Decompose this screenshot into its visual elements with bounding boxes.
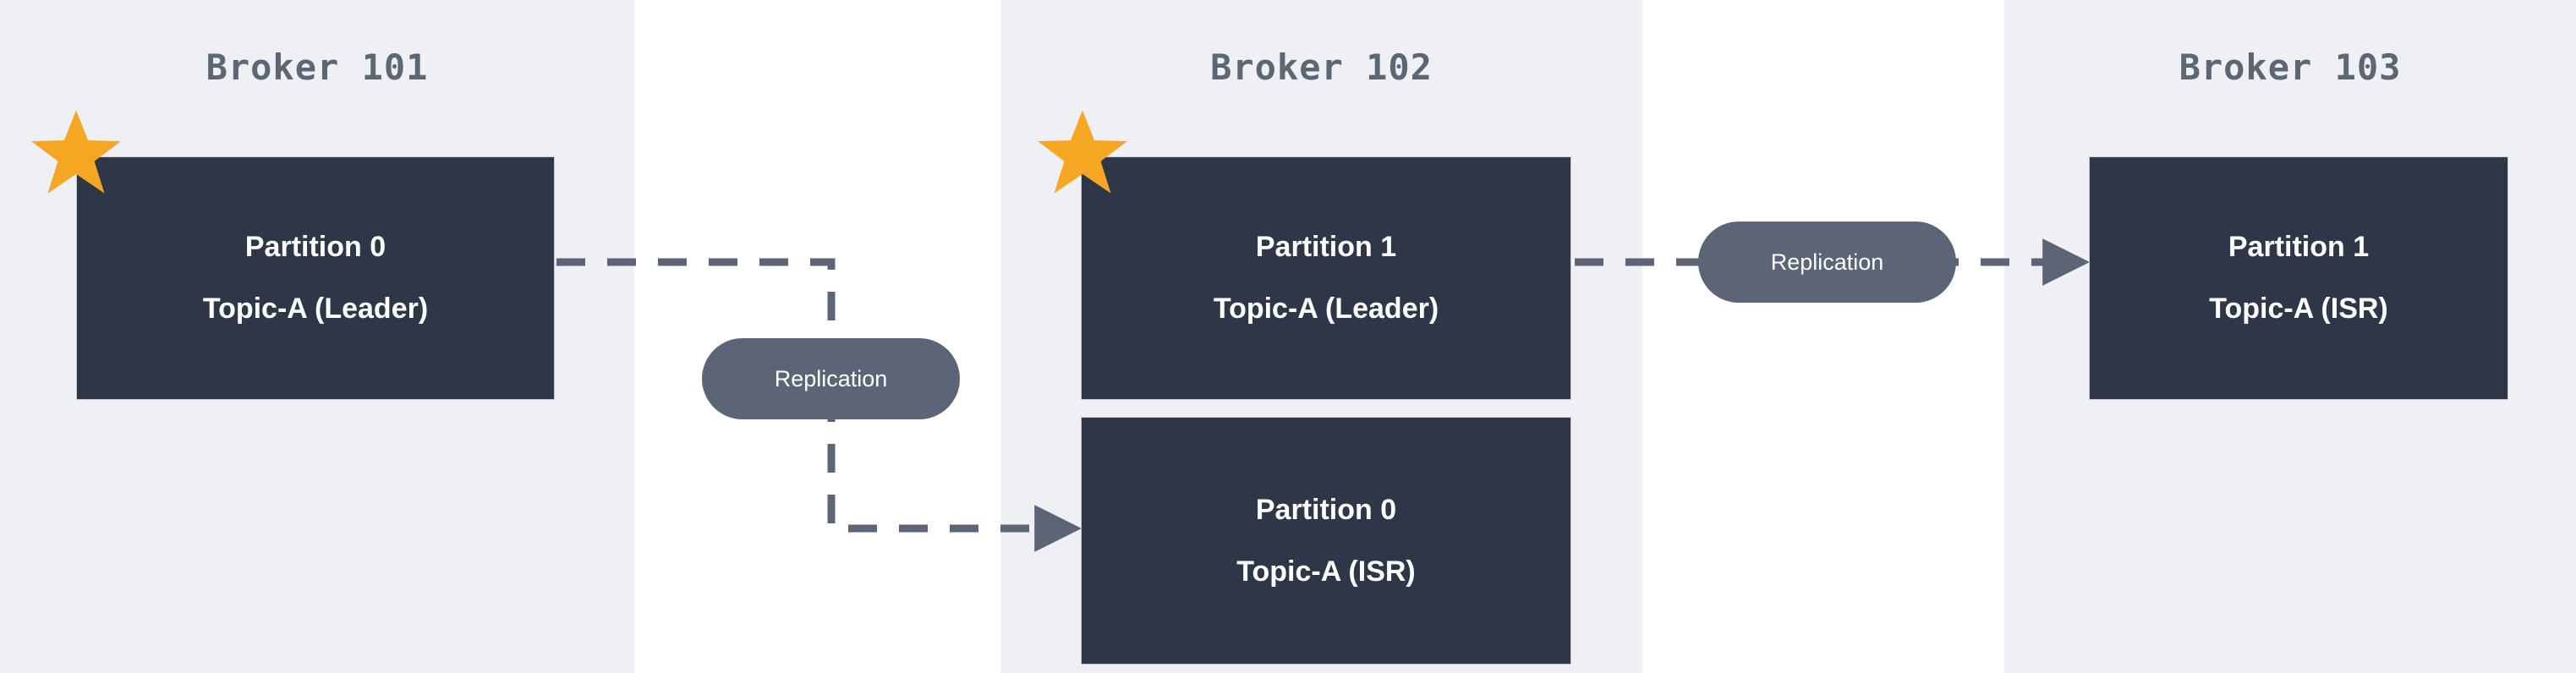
broker-title-102: Broker 102 <box>1210 47 1433 88</box>
topic-role-label: Topic-A (ISR) <box>2209 293 2388 325</box>
partition-label: Partition 0 <box>244 231 386 263</box>
topic-role-label: Topic-A (Leader) <box>202 293 429 325</box>
partition-box-103-p1[interactable]: Partition 1 Topic-A (ISR) <box>2089 156 2508 400</box>
partition-box-102-p0[interactable]: Partition 0 Topic-A (ISR) <box>1081 417 1571 665</box>
partition-label: Partition 1 <box>2228 231 2370 263</box>
partition-box-101-p0[interactable]: Partition 0 Topic-A (Leader) <box>76 156 555 400</box>
topic-role-label: Topic-A (ISR) <box>1236 555 1416 588</box>
partition-label: Partition 1 <box>1255 231 1397 263</box>
partition-label: Partition 0 <box>1255 493 1397 526</box>
topic-role-label: Topic-A (Leader) <box>1213 293 1439 325</box>
partition-box-102-p1[interactable]: Partition 1 Topic-A (Leader) <box>1081 156 1571 400</box>
broker-title-103: Broker 103 <box>2179 47 2402 88</box>
replication-label-101-to-102: Replication <box>702 338 960 419</box>
broker-title-101: Broker 101 <box>206 47 429 88</box>
replication-label-102-to-103: Replication <box>1698 222 1956 303</box>
